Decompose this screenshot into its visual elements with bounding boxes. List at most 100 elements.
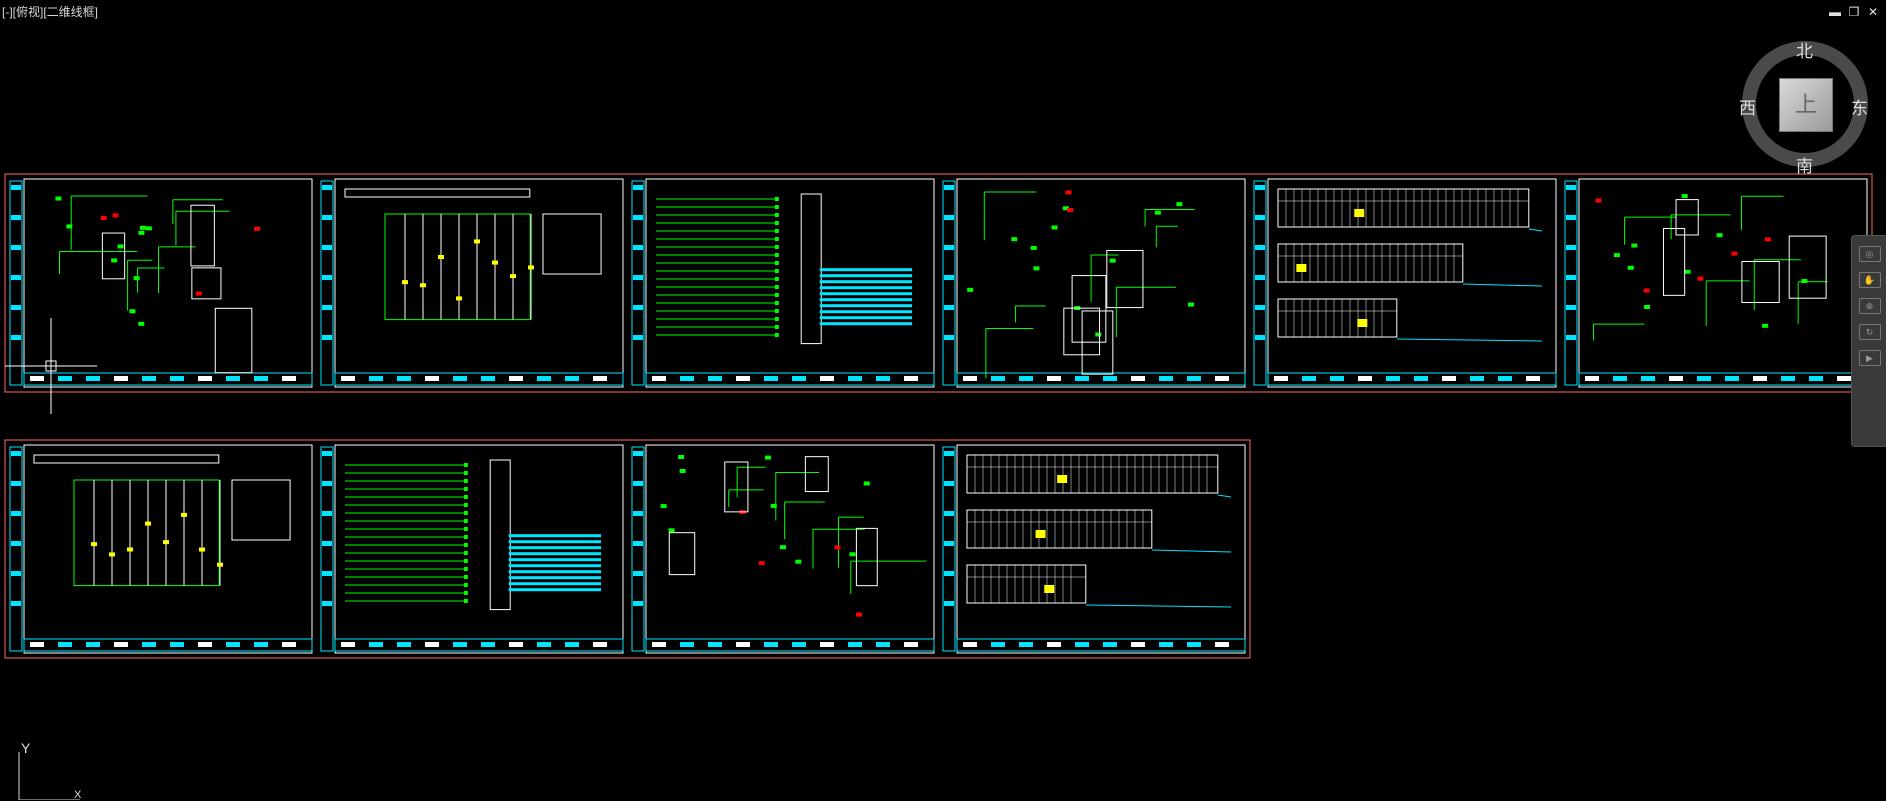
sheet-border (645, 444, 935, 654)
circuit-outline (384, 213, 531, 321)
title-block-cell (1274, 376, 1288, 381)
minimize-icon[interactable]: ▬ (1829, 5, 1841, 19)
table-row (508, 564, 602, 568)
sheet-side-strip (942, 446, 956, 652)
compass-ring[interactable] (1735, 28, 1875, 168)
sheet-border (956, 444, 1246, 654)
compass-west[interactable]: 西 (1739, 99, 1756, 118)
restore-icon[interactable]: ❐ (1848, 5, 1860, 19)
leader-line (1528, 228, 1543, 232)
close-icon[interactable]: ✕ (1867, 5, 1879, 19)
table-row (508, 546, 602, 550)
panel-box (101, 232, 126, 280)
sheet-side-tab (633, 245, 643, 250)
highlight-cell (1296, 264, 1307, 272)
legend-table (542, 213, 602, 275)
title-block-cell (86, 642, 100, 647)
table-row (819, 292, 913, 296)
viewport-window-controls: ▬ ❐ ✕ (1828, 5, 1880, 19)
component (764, 455, 771, 460)
title-block-cell (1442, 376, 1456, 381)
contact (199, 547, 205, 552)
component (111, 258, 118, 263)
title-block-cell (848, 376, 862, 381)
sheet-side-tab (322, 601, 332, 606)
title-block-cell (1330, 376, 1344, 381)
sheet-side-tab (1255, 335, 1265, 340)
data-table (966, 564, 1087, 604)
title-block-cell (1187, 642, 1201, 647)
highlight-cell (1357, 319, 1368, 327)
title-block-cell (1075, 376, 1089, 381)
showmotion-icon[interactable]: ▶ (1858, 350, 1881, 366)
title-block-cell (198, 642, 212, 647)
sheet-side-strip (631, 446, 645, 652)
viewcube[interactable]: 北 南 东 西 上 (1735, 28, 1875, 176)
title-block-cell (1414, 376, 1428, 381)
title-block-cell (792, 642, 806, 647)
title-block-cell (565, 376, 579, 381)
title-block-cell (453, 376, 467, 381)
title-block-cell (30, 376, 44, 381)
steering-wheel-icon[interactable]: ◎ (1858, 246, 1881, 262)
data-table (966, 454, 1219, 494)
component (1051, 225, 1058, 230)
component (679, 468, 686, 473)
table-row (819, 298, 913, 302)
viewcube-top-face[interactable]: 上 (1779, 78, 1833, 132)
sheet-title-block (956, 638, 1246, 652)
component (1801, 279, 1808, 284)
title-block-cell (114, 376, 128, 381)
component (1716, 233, 1723, 238)
compass-south[interactable]: 南 (1796, 157, 1813, 176)
title-block-cell (170, 376, 184, 381)
title-block-cell (680, 642, 694, 647)
sheet-border (334, 444, 624, 654)
zoom-icon[interactable]: ⊕ (1858, 298, 1881, 314)
orbit-icon[interactable]: ↻ (1858, 324, 1881, 340)
component (834, 545, 841, 550)
title-block-cell (397, 642, 411, 647)
title-block-cell (792, 376, 806, 381)
compass-north[interactable]: 北 (1796, 42, 1813, 61)
component (1764, 237, 1771, 242)
sheet-side-tab (11, 601, 21, 606)
sheet-side-strip (1253, 180, 1267, 386)
sheet-border (1578, 178, 1868, 388)
sheet-side-tab (322, 215, 332, 220)
sheet-side-tab (322, 511, 332, 516)
sheet-side-tab (1566, 275, 1576, 280)
component (1065, 190, 1072, 195)
leader-line (1151, 549, 1232, 553)
panel-box (1106, 249, 1144, 309)
sheet-side-tab (322, 571, 332, 576)
title-block-cell (708, 642, 722, 647)
terminal-dot (774, 309, 779, 313)
sheet-border (23, 444, 313, 654)
panel-box (191, 267, 222, 300)
component (1109, 258, 1116, 263)
leader-line (1217, 494, 1232, 498)
component (967, 287, 974, 292)
viewport-label[interactable]: [-][俯视][二维线框] (2, 5, 99, 19)
highlight-cell (1057, 475, 1068, 483)
panel-box (1662, 228, 1686, 296)
component (117, 244, 124, 249)
sheet-side-tab (944, 215, 954, 220)
title-block-cell (1837, 376, 1851, 381)
title-block-cell (1498, 376, 1512, 381)
title-block-cell (736, 642, 750, 647)
title-block-cell (1809, 376, 1823, 381)
ucs-x-label: X (74, 789, 82, 801)
title-block-cell (1358, 376, 1372, 381)
title-block-cell (58, 376, 72, 381)
title-block-cell (282, 642, 296, 647)
title-block-cell (453, 642, 467, 647)
component (1062, 206, 1069, 211)
contact (127, 547, 133, 552)
terminal-dot (774, 221, 779, 225)
component (770, 503, 777, 508)
pan-icon[interactable]: ✋ (1858, 272, 1881, 288)
compass-east[interactable]: 东 (1851, 99, 1868, 118)
